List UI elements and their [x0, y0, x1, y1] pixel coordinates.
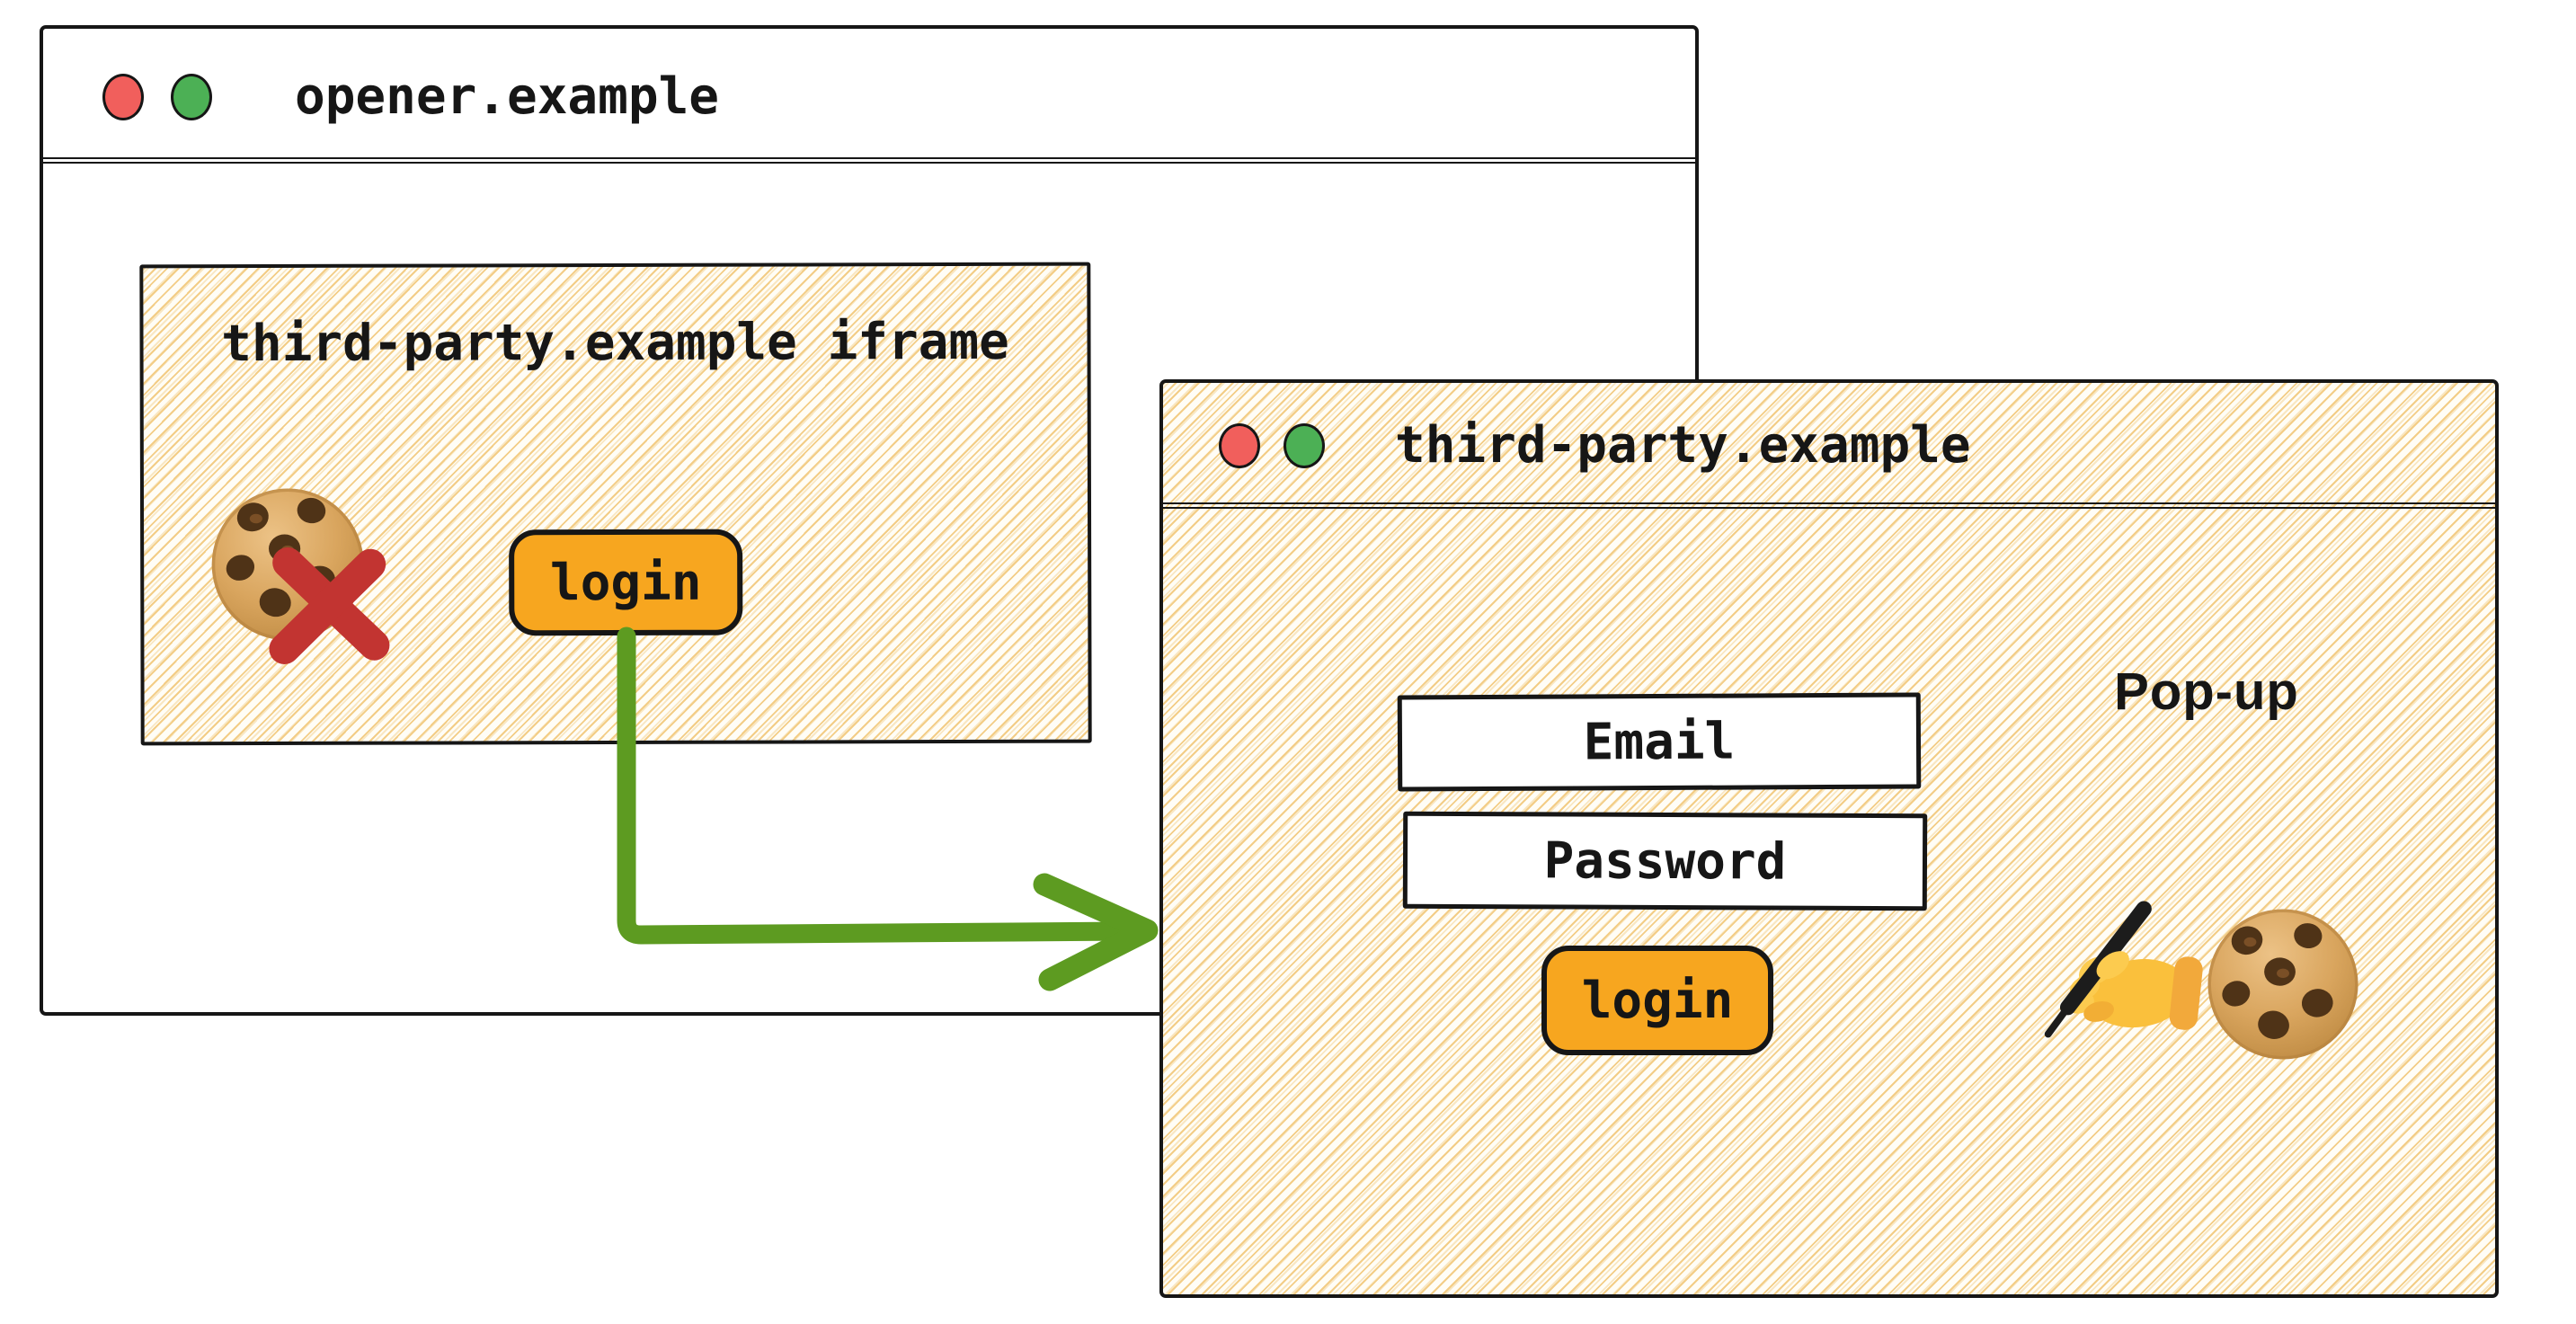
writing-hand-icon — [2044, 901, 2203, 1038]
email-input[interactable]: Email — [1397, 692, 1922, 792]
blocked-cookie-icon — [211, 488, 390, 664]
popup-login-button[interactable]: login — [1541, 946, 1773, 1055]
close-button[interactable] — [1219, 422, 1260, 468]
iframe-login-button[interactable]: login — [509, 529, 743, 636]
opener-url-title: opener.example — [295, 67, 720, 126]
popup-url-title: third-party.example — [1395, 416, 1971, 475]
close-button[interactable] — [102, 73, 144, 120]
third-party-iframe: third-party.example iframe — [139, 262, 1092, 746]
popup-label: Pop-up — [2114, 662, 2299, 721]
popup-titlebar: third-party.example — [1163, 383, 2495, 509]
maximize-button[interactable] — [1284, 422, 1325, 468]
popup-browser-window: third-party.example Pop-up Email Passwor… — [1159, 379, 2499, 1298]
iframe-label: third-party.example iframe — [221, 312, 1009, 374]
cookie-icon — [2207, 909, 2358, 1060]
maximize-button[interactable] — [171, 73, 212, 120]
password-input[interactable]: Password — [1402, 811, 1928, 911]
opener-titlebar: opener.example — [43, 29, 1695, 164]
blocked-x-icon — [269, 546, 390, 664]
